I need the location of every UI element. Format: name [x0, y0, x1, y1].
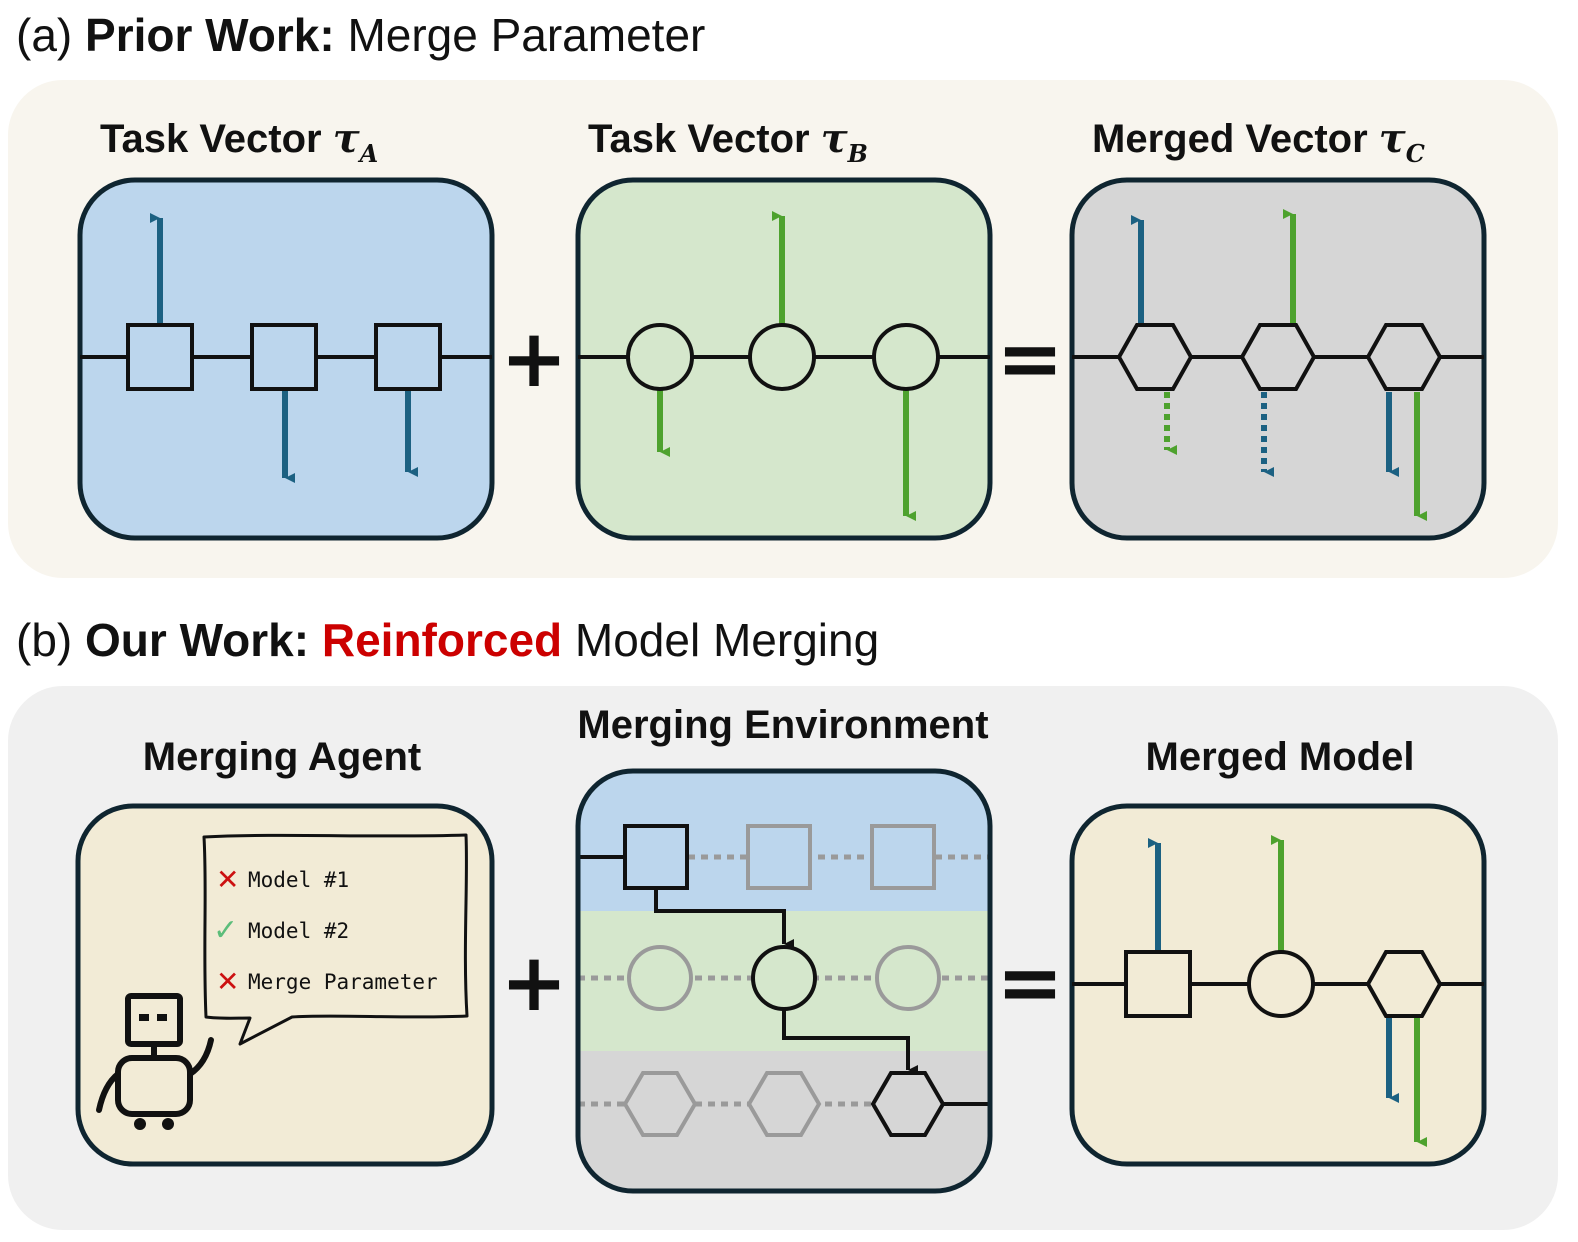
section-b-rest: Model Merging — [574, 614, 880, 666]
robot-icon — [96, 993, 214, 1130]
circle-node-selected — [751, 945, 817, 1011]
equals-operator-a: = — [996, 312, 1063, 405]
speech-bubble — [202, 833, 469, 1046]
choice-model-1: ✕ Model #1 — [216, 863, 349, 896]
panel-b3-title: Merged Model — [1146, 735, 1415, 779]
circle-node-inactive — [875, 945, 941, 1011]
check-icon: ✓ — [213, 913, 238, 948]
plus-operator-b: + — [500, 936, 567, 1029]
choice-label: Merge Parameter — [248, 970, 438, 994]
panel-a2-title: Task Vector τB — [588, 115, 868, 168]
panel-b2-title: Merging Environment — [577, 703, 988, 747]
circle-node-inactive — [627, 945, 693, 1011]
merging-environment-panel — [575, 768, 993, 1194]
hexagon-node-selected — [870, 1071, 946, 1137]
square-node-selected — [623, 824, 689, 890]
panel-b1-title: Merging Agent — [143, 735, 422, 779]
hexagon-node-inactive — [622, 1071, 698, 1137]
choice-label: Model #1 — [248, 868, 349, 892]
equals-operator-b: = — [996, 936, 1063, 1029]
panel-a3-title: Merged Vector τC — [1092, 115, 1425, 168]
hexagon-node-inactive — [746, 1071, 822, 1137]
hexagon-node — [1116, 323, 1194, 391]
hexagon-node — [1365, 950, 1443, 1018]
section-a-label: (a) — [16, 9, 73, 61]
path-arrow — [782, 1010, 918, 1075]
section-a-rest: Merge Parameter — [347, 9, 706, 61]
cross-icon: ✕ — [216, 863, 239, 896]
square-node-inactive — [746, 824, 812, 890]
merged-vector-c-panel — [1069, 177, 1487, 541]
square-node — [1124, 950, 1192, 1018]
task-vector-a-panel — [77, 177, 495, 541]
square-node-inactive — [870, 824, 936, 890]
circle-node — [872, 323, 940, 391]
section-a-heading: (a) Prior Work: Merge Parameter — [16, 12, 705, 58]
choice-label: Model #2 — [248, 919, 349, 943]
square-node — [126, 323, 194, 391]
square-node — [250, 323, 318, 391]
merging-agent-panel: ✕ Model #1 ✓ Model #2 ✕ Merge Parameter — [75, 803, 495, 1167]
path-arrow — [654, 890, 794, 949]
section-b-label: (b) — [16, 614, 73, 666]
merged-model-panel — [1069, 803, 1487, 1167]
section-b-accent: Reinforced — [321, 614, 563, 666]
section-a-bold: Prior Work: — [85, 9, 335, 61]
cross-icon: ✕ — [216, 965, 239, 998]
choice-merge-parameter: ✕ Merge Parameter — [216, 965, 438, 998]
section-b-heading: (b) Our Work: Reinforced Model Merging — [16, 617, 879, 663]
hexagon-node — [1365, 323, 1443, 391]
task-vector-b-panel — [575, 177, 993, 541]
hexagon-node — [1239, 323, 1317, 391]
plus-operator-a: + — [500, 312, 567, 405]
circle-node — [1247, 950, 1315, 1018]
choice-model-2: ✓ Model #2 — [213, 913, 349, 948]
square-node — [374, 323, 442, 391]
section-b-bold: Our Work: — [85, 614, 310, 666]
circle-node — [748, 323, 816, 391]
panel-a1-title: Task Vector τA — [100, 115, 378, 168]
circle-node — [626, 323, 694, 391]
